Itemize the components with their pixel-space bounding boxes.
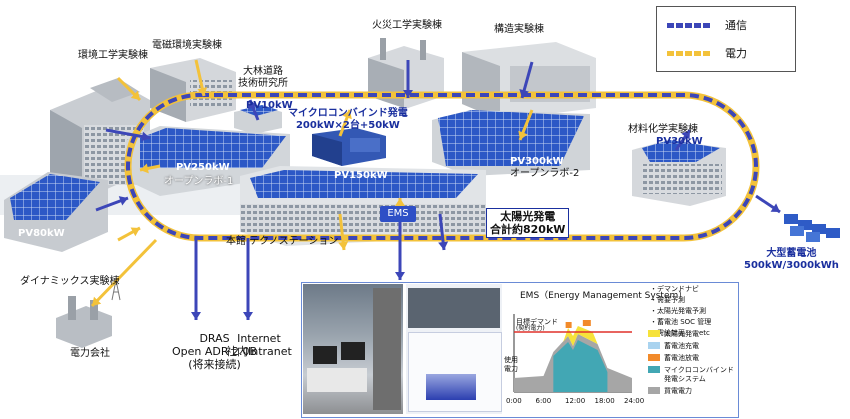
connection-arrow (116, 76, 142, 102)
connection-arrow (248, 99, 260, 121)
connection-arrow (194, 59, 208, 97)
pv-label-300kw: PV300kW (510, 156, 564, 167)
battery-line2: 500kW/3000kWh (744, 260, 839, 271)
pv-label-30kw: PV30kW (656, 136, 703, 147)
connection-arrow (674, 129, 692, 151)
battery-line1: 大型蓄電池 (766, 248, 817, 259)
connection-arrow (117, 226, 141, 242)
connection-arrow (519, 61, 534, 99)
label-kankyo: 環境工学実験棟 (78, 50, 148, 61)
dynamics-building (4, 172, 108, 252)
zairyo-building (632, 140, 726, 206)
connection-arrow (105, 128, 151, 142)
comm-swatch (667, 23, 711, 28)
pv-label-150kw: PV150kW (334, 170, 388, 181)
comm-loop (126, 93, 758, 240)
control-room-photo (303, 284, 403, 414)
label-obayashi: 大林道路 技術研究所 (238, 66, 288, 89)
connection-arrow (395, 198, 405, 206)
connection-arrow (95, 196, 129, 212)
battery-unit (784, 214, 840, 242)
connection-arrow (338, 213, 349, 251)
legend-comm-label: 通信 (725, 19, 747, 32)
connection-arrow (338, 109, 352, 137)
label-openlab2: オープンラボ-2 (510, 168, 580, 179)
dras-line3: (将来接続) (188, 358, 241, 372)
label-dras: DRAS Open ADR 2.0B (将来接続) (172, 332, 257, 372)
label-zairyo: 材料化学実験棟 (628, 124, 698, 135)
connection-arrow (438, 213, 449, 251)
denji-building (150, 58, 236, 122)
connection-arrow (139, 163, 161, 174)
pv-label-250kw: PV250kW (176, 162, 230, 173)
power-company-plant (56, 279, 121, 348)
kozo-building (462, 42, 596, 120)
pv-label-10kw: PV10kW (246, 100, 293, 111)
connection-arrow (90, 238, 158, 308)
label-openlab1: オープンラボ-1 (164, 176, 234, 187)
connection-arrow (395, 222, 405, 280)
label-internet: Internet 社内Intranet (226, 332, 292, 358)
battery-label: 大型蓄電池 500kW/3000kWh (744, 248, 839, 272)
solar-total-line1: 太陽光発電 (500, 210, 556, 223)
internet-line2: 社内Intranet (226, 345, 292, 359)
honkan-building (240, 166, 486, 246)
label-obayashi-line1: 大林道路 (243, 66, 283, 77)
openlab2-building (432, 110, 590, 176)
label-honkan: 本館 テクノステーション (226, 236, 339, 247)
connection-arrow (191, 238, 201, 320)
power-swatch (667, 51, 711, 56)
legend-item-comm: 通信 (667, 17, 787, 33)
solar-total-label: 太陽光発電 合計約820kW (486, 208, 570, 239)
connection-arrow (403, 60, 413, 98)
legend: 通信 電力 (656, 6, 796, 72)
micro-cogen-label: マイクロコンバインド発電 200kW×2台+50kW (288, 108, 408, 132)
connection-arrows (90, 59, 781, 320)
dras-line2: Open ADR 2.0B (172, 345, 258, 359)
label-obayashi-line2: 技術研究所 (238, 77, 288, 89)
internet-line1: Internet (237, 332, 281, 345)
pv-label-80kw: PV80kW (18, 228, 65, 239)
label-dynamics: ダイナミックス実験棟 (20, 276, 120, 287)
ems-box: EMS (380, 206, 416, 222)
connection-arrow (243, 238, 253, 320)
connection-arrow (518, 109, 534, 141)
dras-line1: DRAS (199, 332, 230, 345)
label-power-company: 電力会社 (70, 348, 110, 359)
ems-screen-photo (406, 284, 502, 414)
label-kasai: 火災工学実験棟 (372, 20, 442, 31)
micro-cogen-unit (312, 128, 386, 166)
label-denji: 電磁環境実験棟 (152, 40, 222, 51)
legend-item-power: 電力 (667, 45, 787, 61)
micro-cogen-line2: 200kW×2台+50kW (295, 120, 400, 131)
micro-cogen-line1: マイクロコンバインド発電 (288, 108, 408, 119)
label-kozo: 構造実験棟 (494, 24, 544, 35)
connection-arrow (755, 194, 781, 214)
legend-power-label: 電力 (725, 47, 747, 60)
solar-total-line2: 合計約820kW (490, 223, 566, 237)
